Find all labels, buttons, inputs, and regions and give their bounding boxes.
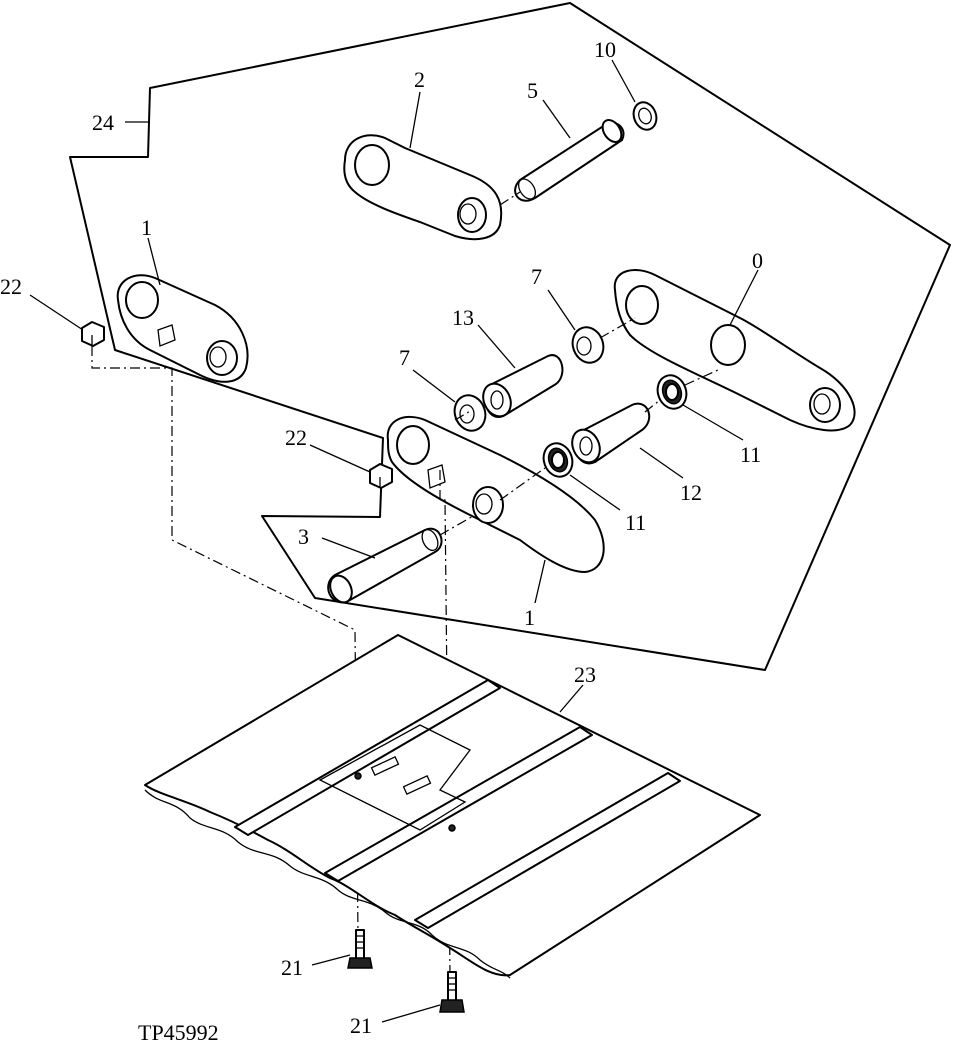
callout-24: 24 [92, 110, 114, 135]
spacer-part-7-top [571, 317, 636, 364]
callout-12: 12 [680, 480, 702, 505]
callout-3: 3 [298, 524, 309, 549]
link-part-1-lower [386, 409, 605, 573]
seal-part-11-right [656, 369, 719, 410]
callout-21-bottom: 21 [350, 1013, 372, 1038]
bolt-part-21-bottom [439, 971, 465, 1013]
bushing-part-12 [571, 399, 661, 465]
callout-23: 23 [574, 662, 596, 687]
callout-1-top: 1 [141, 215, 152, 240]
callout-10: 10 [594, 37, 616, 62]
link-part-0 [613, 269, 856, 432]
callout-7-mid: 7 [399, 345, 410, 370]
seal-part-11-mid [542, 442, 574, 478]
pin-part-3 [327, 514, 476, 604]
callout-21-left: 21 [281, 955, 303, 980]
callout-1-bottom: 1 [524, 605, 535, 630]
figure-id: TP45992 [138, 1020, 219, 1042]
callout-5: 5 [527, 78, 538, 103]
pin-part-5 [499, 119, 625, 206]
callout-0: 0 [752, 248, 763, 273]
nut-part-22-left [81, 321, 105, 347]
callout-11-right: 11 [740, 442, 761, 467]
spacer-part-7-mid [453, 394, 487, 432]
leader-lines [29, 59, 759, 1023]
assembly-boundary-outline [69, 2, 951, 671]
callout-22-mid: 22 [285, 425, 307, 450]
callout-7-top: 7 [531, 264, 542, 289]
callout-13: 13 [452, 305, 474, 330]
bushing-part-13 [482, 354, 564, 418]
track-shoe-part-23 [144, 634, 761, 979]
callout-11-mid: 11 [625, 510, 646, 535]
link-part-1-upper [116, 274, 249, 383]
nut-part-22-mid [369, 463, 393, 489]
bolt-part-21-left [347, 929, 373, 969]
callout-22-left: 22 [0, 274, 22, 299]
callout-2: 2 [414, 67, 425, 92]
alignment-line-right [439, 470, 451, 976]
snap-ring-part-10 [632, 101, 658, 131]
link-part-2 [343, 134, 503, 241]
